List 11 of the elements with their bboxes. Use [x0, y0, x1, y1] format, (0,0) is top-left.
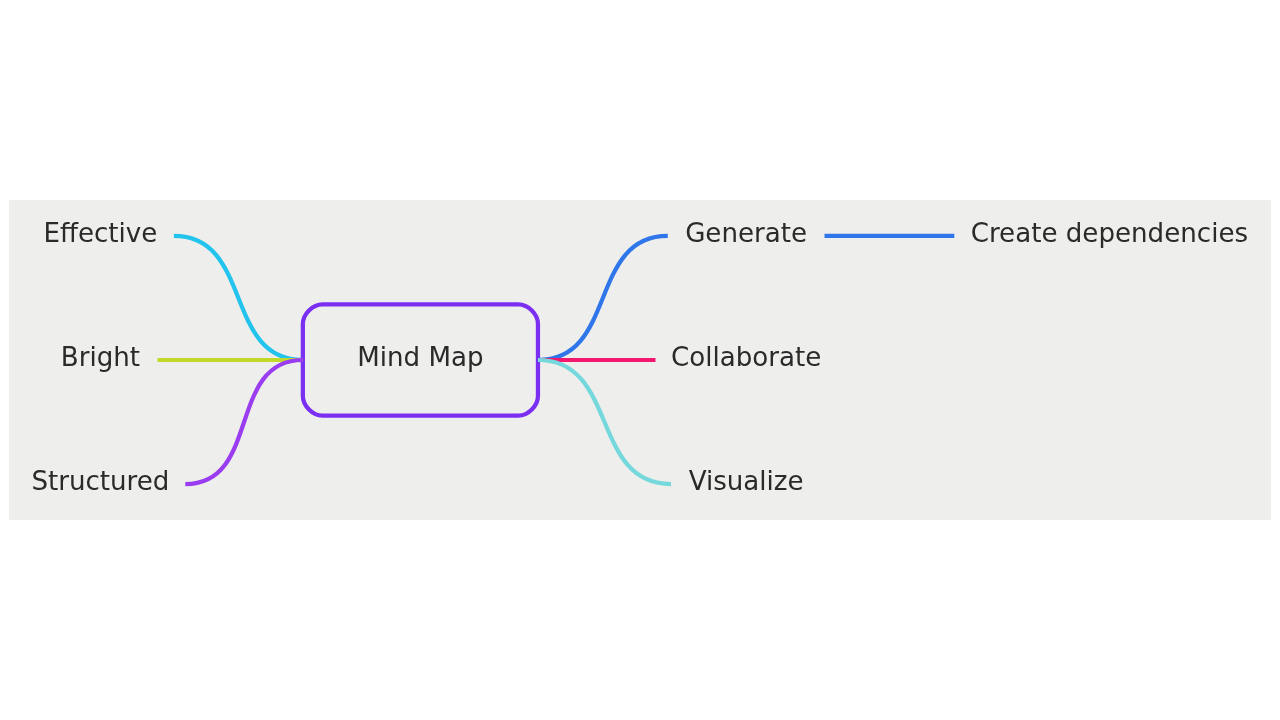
connector [537, 357, 672, 487]
node-text: Bright [60, 342, 141, 373]
node-box: Mind Map [300, 302, 541, 418]
node-text: Effective [43, 218, 158, 249]
connector [185, 357, 304, 487]
node-text: Structured [31, 466, 170, 497]
node-text: Visualize [688, 466, 804, 497]
node-text: Create dependencies [970, 218, 1249, 249]
connector [824, 233, 955, 239]
node-text: Collaborate [670, 342, 822, 373]
node-text: Generate [685, 218, 808, 249]
